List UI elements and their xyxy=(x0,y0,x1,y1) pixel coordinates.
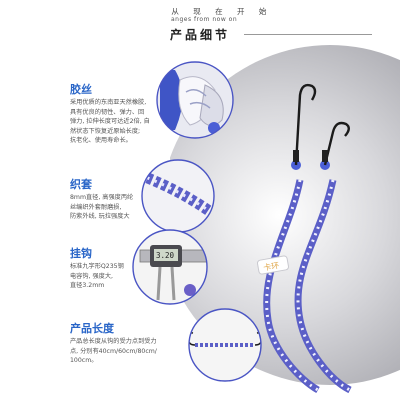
section-body-product-length: 产品总长度从钩的受力点到受力 点, 分别有40cm/60cm/80cm/ 100… xyxy=(70,338,157,364)
cord-tag: 卡环 xyxy=(256,255,290,275)
section-hook: 挂钩 标准九字形Q235钢 电容钩, 强度大, 直径3.2mm xyxy=(70,247,170,291)
caliper-reading: 3.20 xyxy=(156,251,175,260)
section-title-rubber-core: 胶丝 xyxy=(70,83,92,96)
cord-tag-label: 卡环 xyxy=(262,260,279,273)
bungee-cord-pair: 卡环 xyxy=(256,83,352,394)
detail-circle-sleeve xyxy=(142,160,214,232)
page-title: 产品细节 xyxy=(169,28,230,42)
hook-1 xyxy=(294,83,317,166)
section-rubber-core: 胶丝 采用优质的东南亚天然橡胶, 具有优良的韧性、弹力、回 弹力, 拉伸长度可达… xyxy=(70,83,190,146)
tagline-chinese: 改 变 从 现 在 开 始 xyxy=(127,7,273,16)
title-divider-right xyxy=(244,34,372,35)
section-woven-sleeve: 织套 8mm直径, 高强度丙纶 丝编织外套耐磨损, 防紫外线, 玩拉强度大 xyxy=(70,178,180,222)
tagline-english: changes from now on xyxy=(162,16,238,23)
bungee-cord-1 xyxy=(263,179,320,394)
section-title-product-length: 产品长度 xyxy=(70,322,114,335)
background-arc-disk xyxy=(160,45,400,385)
section-body-rubber-core: 采用优质的东南亚天然橡胶, 具有优良的韧性、弹力、回 弹力, 拉伸长度可达近2倍… xyxy=(70,99,150,144)
bungee-cord-2 xyxy=(294,179,352,394)
section-product-length: 产品长度 产品总长度从钩的受力点到受力 点, 分别有40cm/60cm/80cm… xyxy=(70,322,210,366)
section-title-woven-sleeve: 织套 xyxy=(70,178,92,191)
section-body-woven-sleeve: 8mm直径, 高强度丙纶 丝编织外套耐磨损, 防紫外线, 玩拉强度大 xyxy=(70,194,134,220)
detail-circle-hook-caliper: 3.20 xyxy=(133,230,207,304)
detail-circle-rubber xyxy=(157,62,233,138)
hook-2 xyxy=(323,121,350,166)
section-body-hook: 标准九字形Q235钢 电容钩, 强度大, 直径3.2mm xyxy=(70,263,124,289)
section-title-hook: 挂钩 xyxy=(70,247,92,260)
